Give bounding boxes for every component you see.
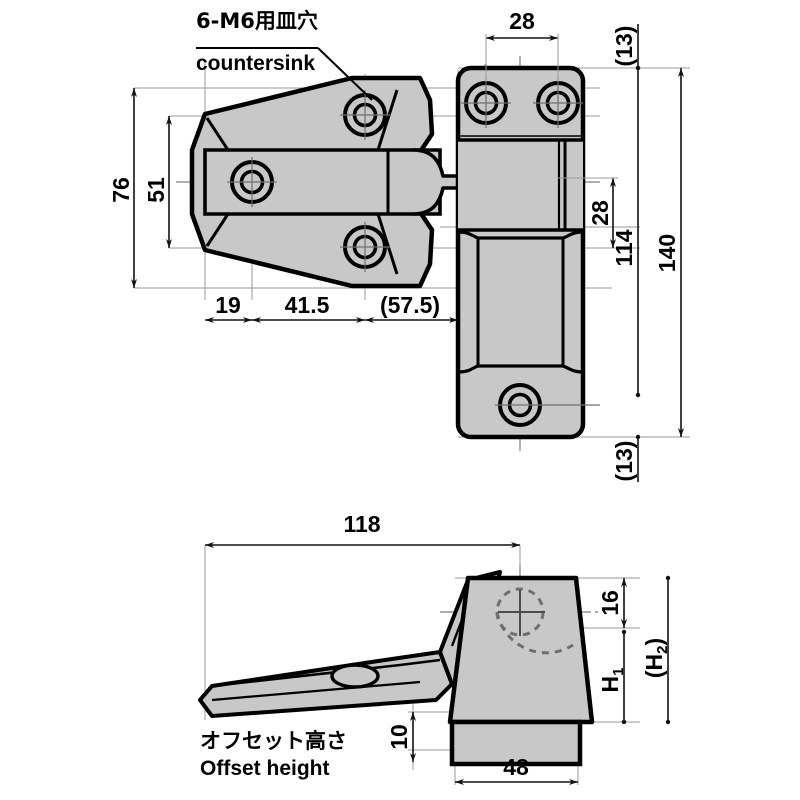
- dim-h1-label: H1: [597, 668, 627, 693]
- left-leaf-fold-lines: [205, 89, 399, 275]
- countersink-hole: [495, 383, 600, 427]
- dim-76: 76: [108, 88, 137, 288]
- mounting-block-base: [449, 719, 583, 767]
- countersink-note-jp: 6-M6用皿穴: [196, 9, 318, 33]
- hidden-boss-arc: [495, 611, 574, 655]
- dim-28-right-label: 28: [587, 200, 613, 226]
- dim-57-5-label: (57.5): [380, 292, 440, 318]
- dim-51: 51: [143, 116, 172, 248]
- countersink-hole: [340, 222, 390, 272]
- top-view-horizontal-dim-chain: 19 41.5 (57.5): [205, 292, 458, 323]
- plate-lower-web-top: [457, 230, 584, 240]
- dim-51-label: 51: [143, 177, 169, 203]
- dim-28-top: 28: [485, 8, 559, 82]
- dim-140-label: 140: [654, 234, 680, 272]
- dim-10-label: 10: [386, 724, 412, 750]
- dim-28-top-label: 28: [509, 8, 535, 34]
- dim-41-5-label: 41.5: [285, 292, 330, 318]
- side-view-mounting-block: [447, 575, 595, 767]
- countersink-hole: [533, 78, 583, 128]
- dim-13-upper-label: (13): [611, 26, 637, 67]
- flat-blade-hole: [330, 663, 380, 689]
- countersink-note-en: countersink: [196, 52, 315, 75]
- plate-lower-web-bottom: [457, 364, 584, 374]
- dim-118: 118: [205, 511, 520, 548]
- countersink-leader: [196, 47, 373, 101]
- offset-height-note-en: Offset height: [200, 757, 330, 780]
- dim-19-label: 19: [215, 292, 241, 318]
- countersink-hole: [461, 78, 511, 128]
- dim-114-label: 114: [611, 229, 637, 266]
- countersink-hole: [340, 90, 390, 140]
- countersink-hole: [227, 157, 277, 207]
- side-view-flat-blade: [198, 650, 454, 718]
- hinge-mounting-plate: [455, 65, 586, 440]
- dim-118-label: 118: [343, 511, 380, 537]
- dim-h2-label: (H2): [641, 638, 671, 678]
- dim-h1: H1: [597, 629, 627, 725]
- dim-h2: (H2): [641, 575, 671, 725]
- dim-16: 16: [597, 578, 627, 628]
- dim-13-lower-label: (13): [611, 441, 637, 482]
- countersink-holes-top-view: [227, 78, 600, 427]
- right-vertical-dimensions: (13) 28 114 140 (13): [558, 24, 684, 482]
- mounting-block-outline: [447, 575, 595, 725]
- dim-76-label: 76: [108, 177, 134, 203]
- dim-48: 48: [455, 754, 578, 785]
- flat-blade-mid-fold: [211, 680, 421, 702]
- offset-height-note-jp: オフセット高さ: [200, 729, 347, 753]
- dim-16-label: 16: [597, 590, 623, 616]
- dim-10: 10: [386, 712, 416, 762]
- dim-48-label: 48: [503, 754, 529, 780]
- flat-blade-top-fold: [211, 658, 441, 688]
